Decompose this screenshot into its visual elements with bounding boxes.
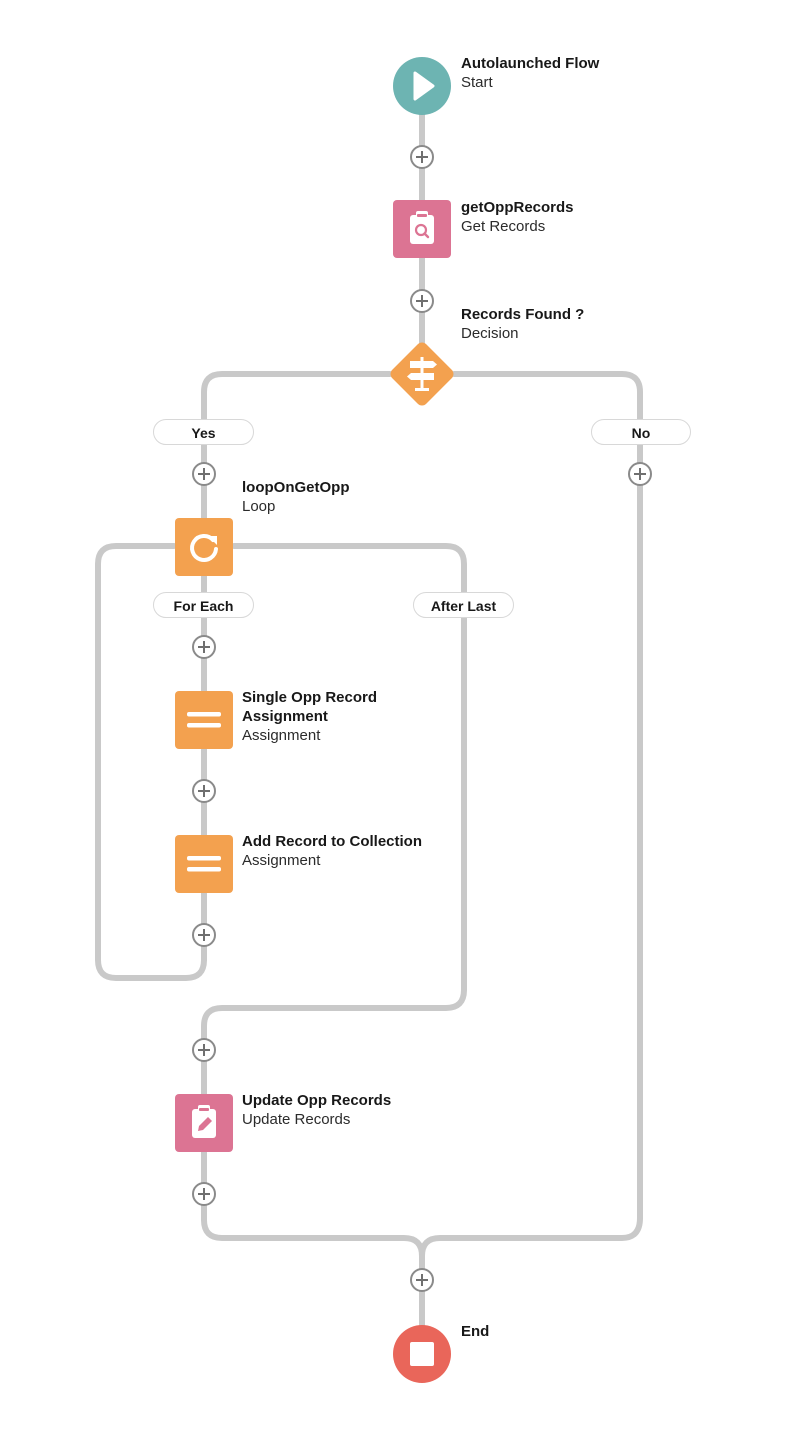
loop-label: loopOnGetOpp Loop xyxy=(242,478,349,516)
update-records-node[interactable] xyxy=(175,1094,233,1152)
decision-node[interactable] xyxy=(381,333,463,415)
assignment-node[interactable] xyxy=(175,835,233,893)
connector-yes-merge xyxy=(201,1147,425,1333)
branch-no-label: No xyxy=(591,419,691,445)
start-title: Autolaunched Flow xyxy=(461,55,600,72)
loop-title: loopOnGetOpp xyxy=(242,479,350,496)
start-node[interactable] xyxy=(393,57,451,115)
loop-arrow-icon xyxy=(190,534,218,562)
connector-decision-no xyxy=(451,371,643,1221)
assignment-1-title-line1: Single Opp Record xyxy=(242,689,378,706)
end-node[interactable] xyxy=(393,1325,451,1383)
add-element-button[interactable] xyxy=(410,289,434,313)
assignment-1-label: Single Opp Record Assignment Assignment xyxy=(242,688,377,745)
decision-title: Records Found ? xyxy=(461,306,585,323)
add-element-button[interactable] xyxy=(410,1268,434,1292)
add-element-button[interactable] xyxy=(192,635,216,659)
decision-type: Decision xyxy=(461,325,519,342)
add-element-button[interactable] xyxy=(192,1182,216,1206)
get-records-node[interactable] xyxy=(393,200,451,258)
add-element-button[interactable] xyxy=(410,145,434,169)
connector-loop-back xyxy=(95,543,207,981)
assignment-1-title-line2: Assignment xyxy=(242,708,328,725)
assignment-2-type: Assignment xyxy=(242,852,321,869)
get-records-type: Get Records xyxy=(461,218,546,235)
add-element-button[interactable] xyxy=(192,462,216,486)
connector-decision-yes xyxy=(201,371,393,523)
clipboard-pencil-icon xyxy=(192,1105,216,1138)
clipboard-search-icon xyxy=(410,211,434,244)
start-type: Start xyxy=(461,74,493,91)
branch-yes-label: Yes xyxy=(153,419,254,445)
connector-no-merge xyxy=(419,1215,643,1259)
branch-for-each-label: For Each xyxy=(153,592,254,618)
end-label: End xyxy=(461,1322,489,1341)
update-records-type: Update Records xyxy=(242,1111,351,1128)
update-records-label: Update Opp Records Update Records xyxy=(242,1091,391,1129)
branch-after-last-label: After Last xyxy=(413,592,514,618)
end-title: End xyxy=(461,1323,490,1340)
loop-node[interactable] xyxy=(175,518,233,576)
add-element-button[interactable] xyxy=(628,462,652,486)
loop-type: Loop xyxy=(242,498,276,515)
add-element-button[interactable] xyxy=(192,779,216,803)
signpost-icon xyxy=(390,342,454,406)
assignment-2-label: Add Record to Collection Assignment xyxy=(242,832,422,870)
add-element-button[interactable] xyxy=(192,923,216,947)
equals-icon xyxy=(187,856,221,872)
equals-icon xyxy=(187,712,221,728)
add-element-button[interactable] xyxy=(192,1038,216,1062)
get-records-title: getOppRecords xyxy=(461,199,574,216)
assignment-node[interactable] xyxy=(175,691,233,749)
start-label: Autolaunched Flow Start xyxy=(461,54,599,92)
play-icon xyxy=(413,71,435,101)
update-records-title: Update Opp Records xyxy=(242,1092,392,1109)
connector-after-last xyxy=(201,543,467,1098)
decision-label: Records Found ? Decision xyxy=(461,305,584,343)
assignment-1-type: Assignment xyxy=(242,727,321,744)
stop-icon xyxy=(410,1342,434,1366)
get-records-label: getOppRecords Get Records xyxy=(461,198,574,236)
assignment-2-title: Add Record to Collection xyxy=(242,833,422,850)
